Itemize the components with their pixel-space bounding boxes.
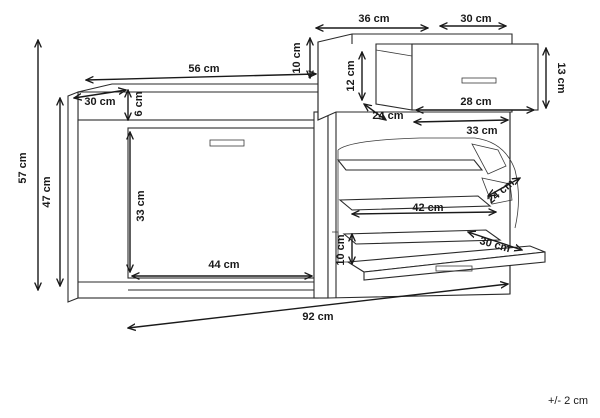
label-drawer-inner-width: 28 cm [460, 96, 491, 108]
label-shelf-width: 42 cm [412, 202, 443, 214]
center-divider [313, 111, 329, 299]
rack-shelf-mid [338, 195, 492, 211]
label-body-height: 47 cm [41, 176, 53, 207]
left-side-panel [67, 91, 79, 303]
rack-shelf-top [336, 159, 484, 171]
label-door-width: 44 cm [208, 259, 239, 271]
drawer-handle [461, 77, 497, 84]
tolerance-note: +/- 2 cm [547, 395, 588, 407]
drawer-unit [317, 33, 539, 121]
label-door-height: 33 cm [135, 190, 147, 221]
label-bench-top: 6 cm [133, 91, 145, 116]
label-drawer-front-height: 12 cm [345, 60, 357, 91]
label-total-width: 92 cm [302, 311, 333, 323]
label-total-height: 57 cm [17, 152, 29, 183]
label-flap-height: 10 cm [335, 234, 347, 265]
label-drawer-width: 36 cm [358, 13, 389, 25]
label-drawer-depth: 30 cm [460, 13, 491, 25]
door-handle [209, 139, 245, 147]
label-bench-depth: 30 cm [84, 96, 115, 108]
shoe-rack [332, 137, 546, 281]
label-bench-width: 56 cm [188, 63, 219, 75]
dimension-lines [38, 26, 546, 328]
label-drawer-outer-width: 33 cm [466, 125, 497, 137]
left-door [127, 127, 315, 279]
drawer-front [411, 43, 539, 111]
label-drawer-inner-depth: 24 cm [372, 110, 403, 122]
drawer-side [375, 43, 413, 111]
label-drawer-side-height: 13 cm [555, 62, 567, 93]
label-drawer-unit-height: 10 cm [291, 42, 303, 73]
